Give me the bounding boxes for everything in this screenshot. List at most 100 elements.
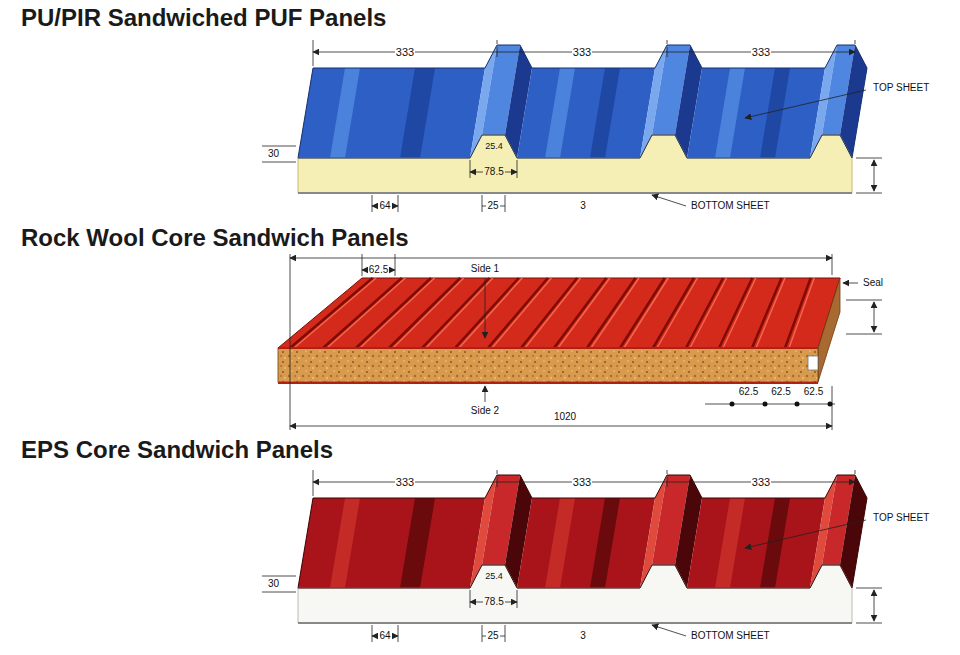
section-heading: PU/PIR Sandwiched PUF Panels [20,4,387,33]
rockwool-panel [278,254,882,430]
panel-shape [400,68,435,158]
dimension-line [398,625,399,642]
panel-shape [808,356,818,370]
panel-shape [298,498,485,588]
dimension-line [874,160,875,191]
dimension-line [517,160,518,178]
dimension-line [745,90,866,118]
dimension-line [395,254,396,276]
dimension-label: 25.4 [484,571,504,582]
dimension-dot [763,402,768,407]
dimension-line [667,477,668,487]
dimension-line [505,625,506,642]
dimension-line [485,278,486,338]
dimension-line [313,45,867,68]
dimension-label: 333 [572,46,592,59]
panel-shape [715,68,745,158]
dimension-line [832,386,833,430]
dimension-line [372,625,373,642]
panel-shape [840,475,867,588]
dimension-line [856,623,882,624]
dimension-label: 1020 [553,411,577,423]
dimension-line [398,195,399,212]
dimension-line [298,565,852,588]
dimension-line [745,520,866,548]
dimension-label: 333 [572,476,592,489]
panel-shape [687,498,825,588]
eps-panel [262,470,882,642]
dimension-line [497,40,498,44]
dimension-line [470,590,471,608]
panel-shape [278,348,818,382]
dimension-line [485,386,486,402]
callout-label: TOP SHEET [872,82,930,94]
dimension-line [470,160,471,178]
dimension-line [313,470,314,496]
panel-shape [517,68,655,158]
panel-shape [290,278,811,348]
dimension-label: 78.5 [483,596,504,608]
dimension-line [482,625,483,642]
dimension-line [290,426,832,427]
panel-shape [840,45,867,158]
dimension-label: 64 [378,200,391,212]
dimension-line [262,146,296,147]
dimension-line [290,258,832,259]
dimension-label: 62.5 [738,386,759,398]
dimension-line [832,254,833,275]
panel-shape [400,498,435,588]
dimension-line [482,195,483,212]
callout-label: Side 1 [470,263,500,275]
dimension-line [855,40,856,44]
dimension-line [843,283,858,284]
dimension-label: 333 [395,46,415,59]
dimension-label: 3 [579,630,587,642]
panel-shape [590,68,620,158]
panel-shape [298,565,852,623]
callout-label: BOTTOM SHEET [690,630,771,642]
dimension-line [298,498,313,588]
dimension-label: 333 [751,476,771,489]
dimension-label: 25 [486,200,499,212]
section-heading: EPS Core Sandwich Panels [20,436,334,465]
panel-shape [298,68,485,158]
dimension-line [517,590,518,608]
dimension-line [652,625,686,636]
dimension-line [705,404,835,405]
dimension-line [652,195,686,206]
dimension-line [497,477,498,487]
callout-label: Seal [862,277,884,289]
dimension-line [313,475,867,498]
dimension-line [298,68,313,158]
panel-shape [517,498,655,588]
dimension-label: 30 [267,148,280,160]
dimension-line [497,47,498,57]
dimension-line [290,254,291,430]
callout-label: BOTTOM SHEET [690,200,771,212]
dimension-label: 25 [486,630,499,642]
dimension-label: 25.4 [484,141,504,152]
dimension-line [278,382,818,384]
dimension-line [298,135,852,158]
dimension-label: 62.5 [368,264,389,276]
panel-shape [278,278,840,348]
dimension-line [497,470,498,474]
dimension-line [313,40,314,66]
panel-shape [760,68,790,158]
dimension-line [667,470,668,474]
dimension-line [262,576,296,577]
panel-shape [590,498,620,588]
dimension-dot [795,402,800,407]
dimension-label: 3 [579,200,587,212]
panel-shape [330,68,360,158]
panel-shape [298,135,852,193]
dimension-line [667,40,668,44]
dimension-label: 333 [751,46,771,59]
dimension-line [852,498,867,588]
dimension-line [852,68,867,158]
panel-shape [545,68,575,158]
callout-label: TOP SHEET [872,512,930,524]
dimension-line [362,254,363,276]
dimension-label: 78.5 [483,166,504,178]
